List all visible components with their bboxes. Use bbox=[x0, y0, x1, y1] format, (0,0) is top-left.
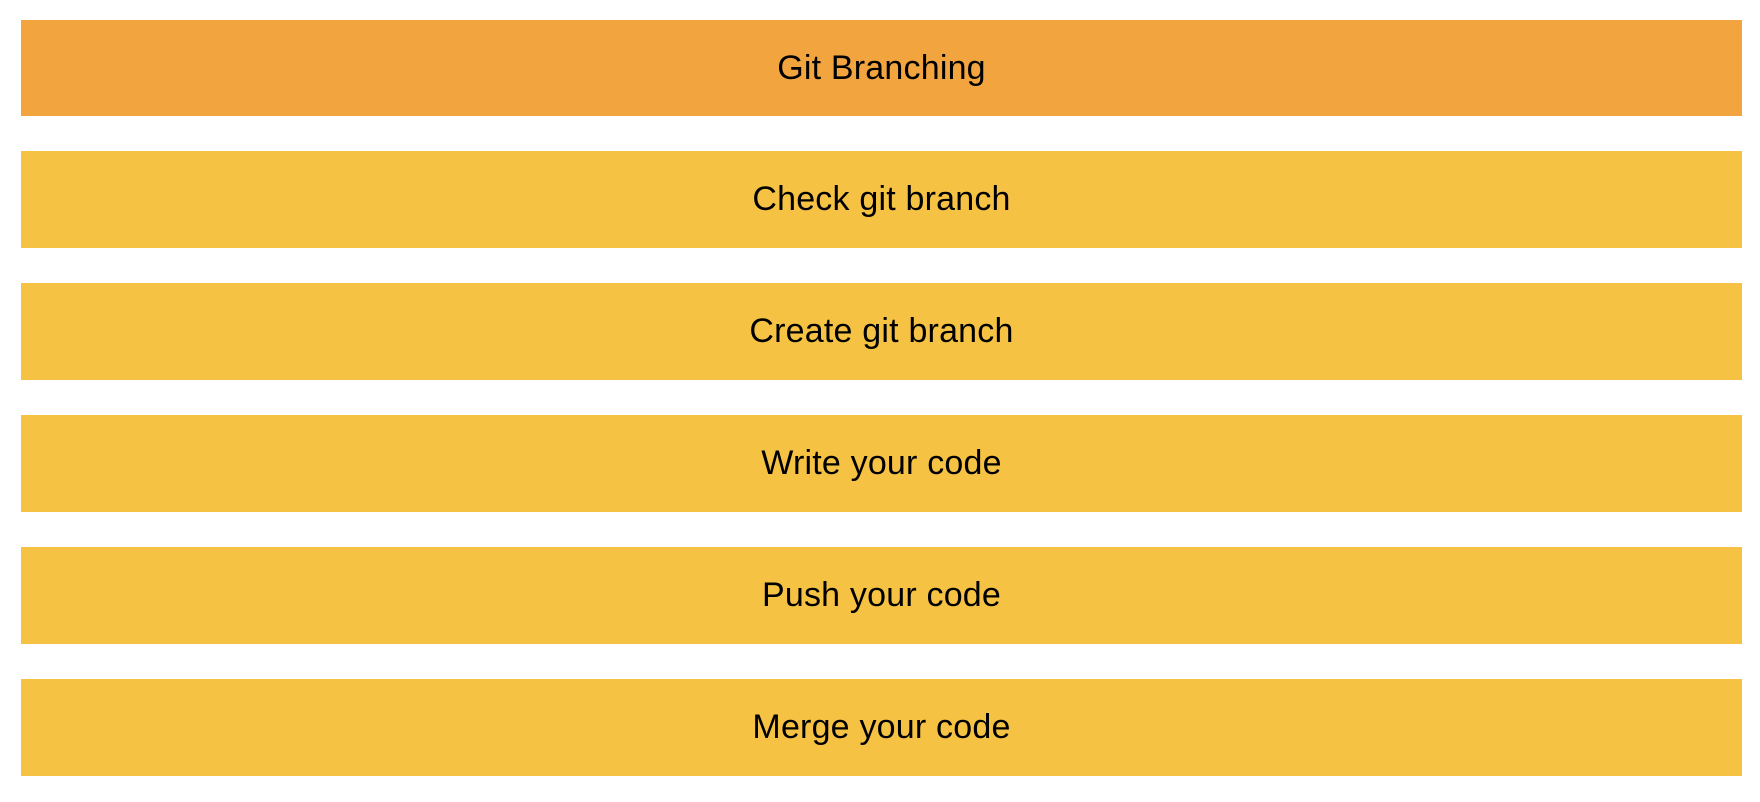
step-label: Write your code bbox=[761, 444, 1002, 482]
diagram-title: Git Branching bbox=[777, 48, 986, 87]
step-write-your-code: Write your code bbox=[21, 415, 1742, 512]
step-label: Check git branch bbox=[752, 180, 1011, 218]
diagram-header: Git Branching bbox=[21, 20, 1742, 116]
step-check-git-branch: Check git branch bbox=[21, 151, 1742, 248]
step-label: Create git branch bbox=[749, 312, 1014, 350]
step-create-git-branch: Create git branch bbox=[21, 283, 1742, 380]
step-push-your-code: Push your code bbox=[21, 547, 1742, 644]
step-merge-your-code: Merge your code bbox=[21, 679, 1742, 776]
git-branching-diagram: Git Branching Check git branch Create gi… bbox=[21, 20, 1742, 776]
step-label: Merge your code bbox=[752, 708, 1011, 746]
step-label: Push your code bbox=[761, 576, 1002, 614]
